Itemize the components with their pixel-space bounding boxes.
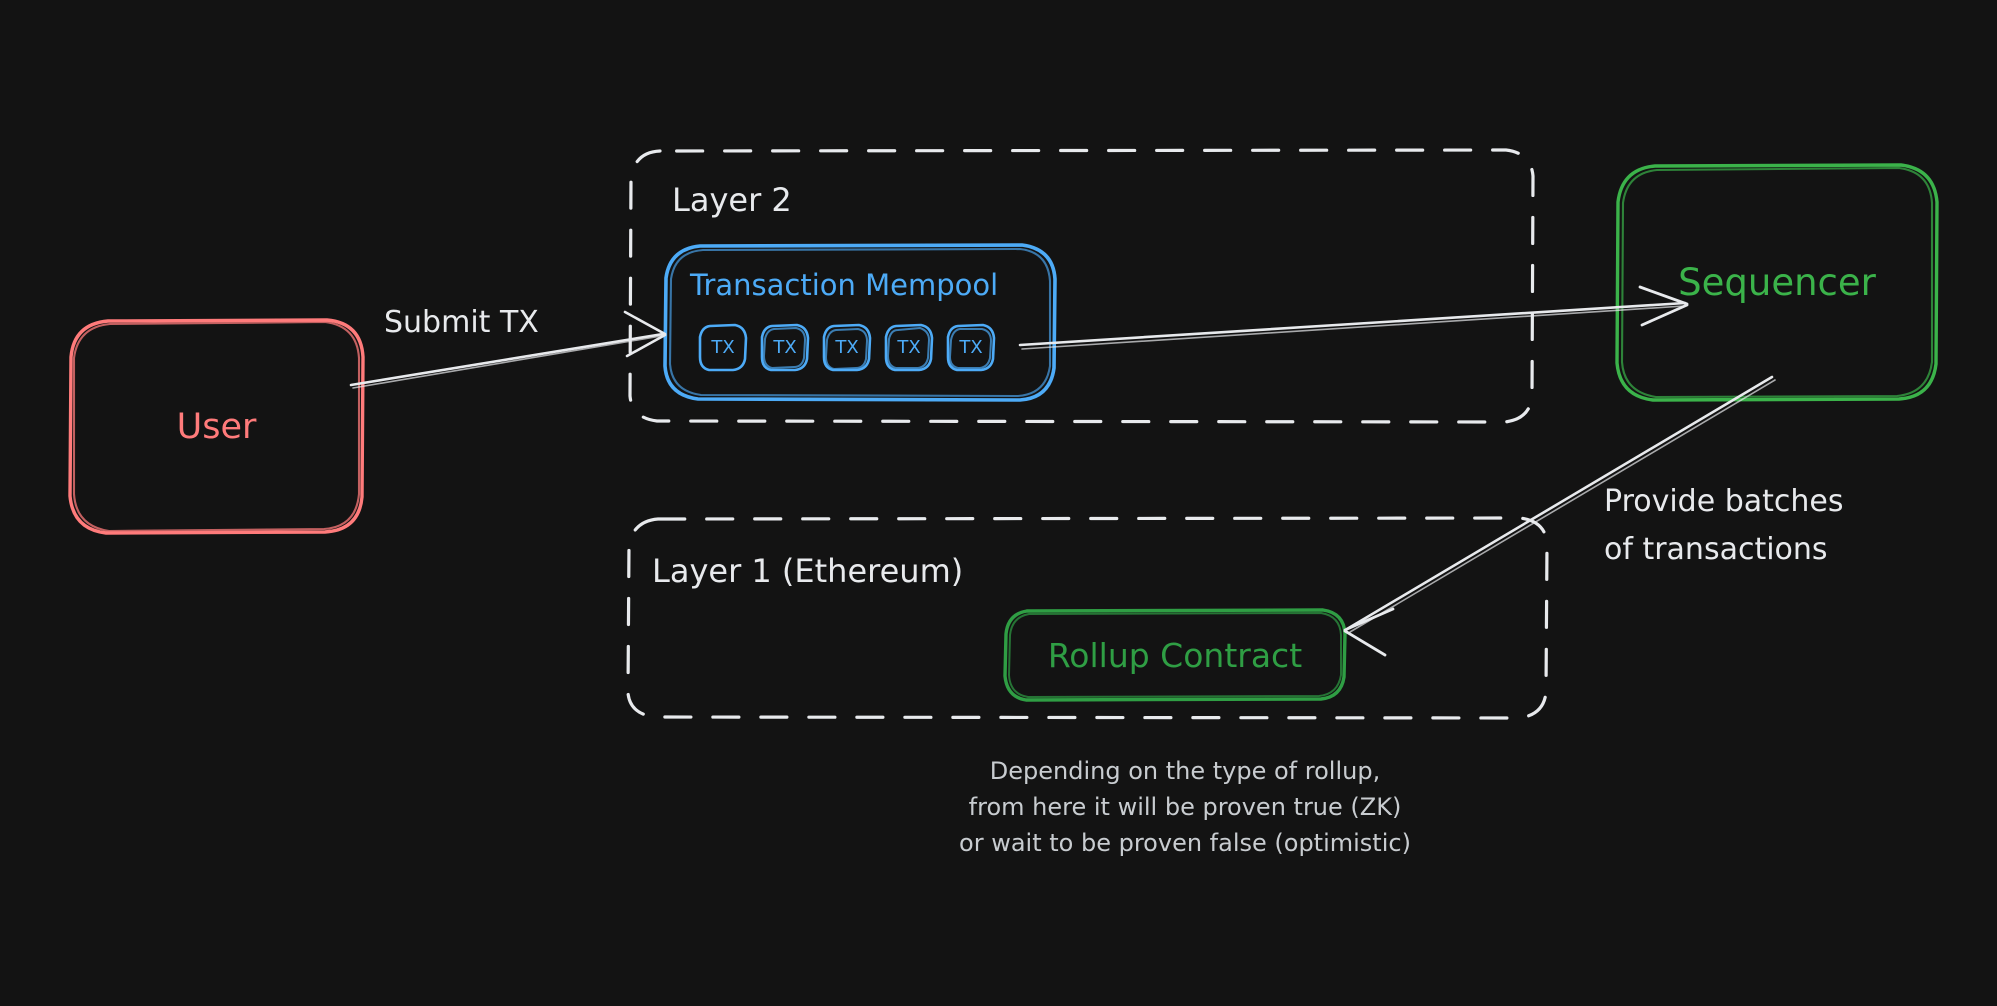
tx-box[interactable] xyxy=(822,323,872,372)
user-node[interactable] xyxy=(68,318,365,535)
arrow-sequencer-to-rollup xyxy=(1343,375,1776,657)
layer1-container xyxy=(626,516,1549,720)
arrow-mempool-to-sequencer xyxy=(1018,285,1689,350)
mempool-node[interactable] xyxy=(663,243,1057,402)
layer2-container xyxy=(628,148,1535,424)
sequencer-node[interactable] xyxy=(1615,163,1939,402)
tx-box[interactable] xyxy=(884,323,934,372)
arrow-user-to-mempool xyxy=(349,310,667,389)
tx-box[interactable] xyxy=(946,323,996,372)
tx-box[interactable] xyxy=(760,323,810,372)
tx-box-group xyxy=(698,323,996,372)
tx-box[interactable] xyxy=(698,323,748,372)
rollup-contract-node[interactable] xyxy=(1003,608,1347,702)
